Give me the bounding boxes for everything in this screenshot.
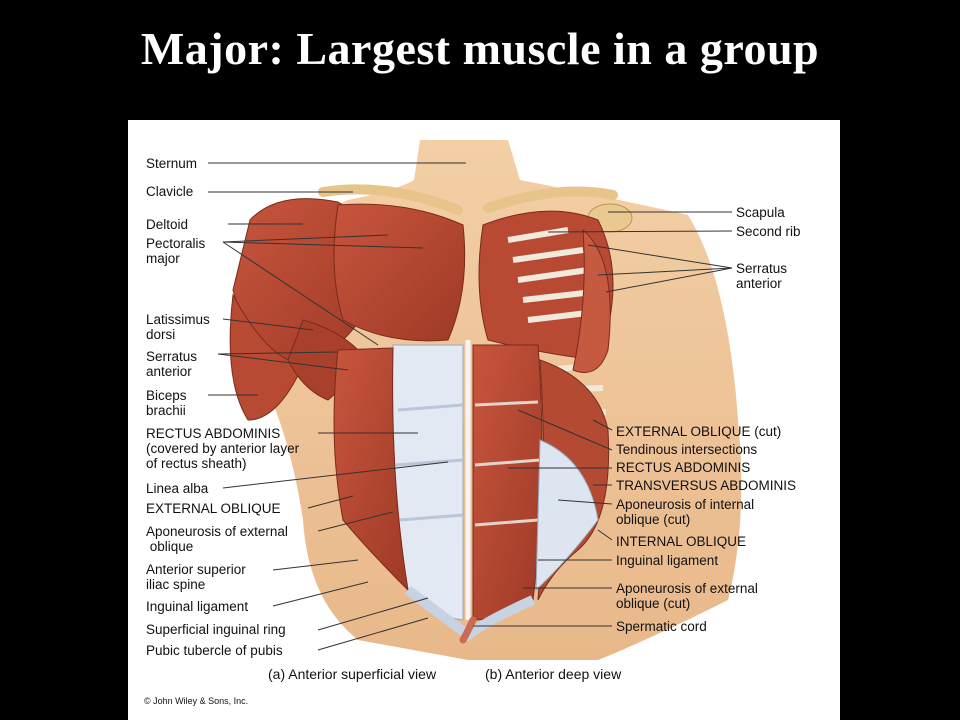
clavicle-left (318, 184, 463, 215)
tendinous-lines-right (474, 400, 541, 527)
label-spermatic-cord: Spermatic cord (616, 619, 707, 634)
label-serratus-anterior-right: Serratus anterior (736, 261, 788, 291)
caption-anterior-superficial: (a) Anterior superficial view (268, 666, 437, 682)
label-internal-oblique: INTERNAL OBLIQUE (616, 534, 747, 549)
anatomy-figure: Sternum Clavicle Deltoid Pectoralis majo… (128, 120, 840, 720)
label-deltoid: Deltoid (146, 217, 189, 232)
label-tendinous-intersections: Tendinous intersections (616, 442, 758, 457)
label-second-rib: Second rib (736, 224, 801, 239)
external-oblique-left (333, 347, 409, 592)
leader-lines-left (208, 162, 466, 651)
label-rectus-abdominis-right: RECTUS ABDOMINIS (616, 460, 751, 475)
label-clavicle: Clavicle (146, 184, 194, 199)
label-transversus-abdominis: TRANSVERSUS ABDOMINIS (616, 478, 797, 493)
label-rectus-abdominis-left: RECTUS ABDOMINIS (covered by anterior la… (146, 426, 300, 471)
transversus-sheath-right (535, 439, 599, 592)
label-anterior-superior-iliac-spine: Anterior superior iliac spine (146, 562, 246, 592)
caption-anterior-deep: (b) Anterior deep view (485, 666, 622, 682)
label-inguinal-ligament-left: Inguinal ligament (146, 599, 249, 614)
label-sternum: Sternum (146, 156, 198, 171)
label-superficial-inguinal-ring: Superficial inguinal ring (146, 622, 286, 637)
copyright-notice: © John Wiley & Sons, Inc. (144, 696, 249, 706)
pectoralis-major-left (333, 203, 466, 342)
label-inguinal-ligament-right: Inguinal ligament (616, 553, 719, 568)
biceps-muscle (229, 293, 304, 421)
rectus-abdominis-right (472, 344, 543, 621)
slide-title: Major: Largest muscle in a group (140, 23, 820, 74)
label-biceps-brachii: Biceps brachii (146, 388, 187, 418)
label-latissimus-dorsi: Latissimus dorsi (146, 312, 210, 342)
label-external-oblique: EXTERNAL OBLIQUE (146, 501, 281, 516)
tendinous-lines-left (395, 403, 464, 522)
label-pubic-tubercle: Pubic tubercle of pubis (146, 643, 283, 658)
label-pectoralis-major: Pectoralis major (146, 236, 206, 266)
label-aponeurosis-external-oblique-cut: Aponeurosis of external oblique (cut) (616, 581, 758, 611)
label-external-oblique-cut: EXTERNAL OBLIQUE (cut) (616, 424, 782, 439)
label-aponeurosis-internal-oblique: Aponeurosis of internal oblique (cut) (616, 497, 755, 527)
spermatic-cord (459, 616, 477, 644)
serratus-anterior-right (572, 228, 611, 373)
label-serratus-anterior-left: Serratus anterior (146, 349, 198, 379)
clavicle-right (483, 186, 618, 213)
label-scapula: Scapula (736, 205, 785, 220)
leader-lines-right (473, 211, 733, 627)
label-linea-alba: Linea alba (146, 481, 209, 496)
label-aponeurosis-external-oblique: Aponeurosis of external oblique (146, 524, 288, 554)
torso-illustration (208, 140, 742, 660)
